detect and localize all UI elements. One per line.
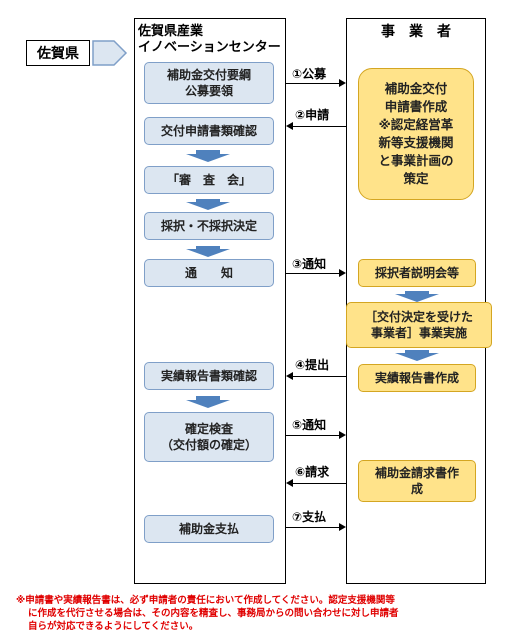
arrow-line-notice-final <box>286 435 340 436</box>
flow-arrow-right-2 <box>395 350 439 361</box>
flow-arrow-center-3 <box>186 246 230 257</box>
arrowhead-left-icon <box>286 479 293 487</box>
box-subsidy-payment-text: 補助金支払 <box>178 522 239 536</box>
box-adoption-decision-text: 採択・不採択決定 <box>160 219 257 233</box>
box-application-preparation-line6: 策定 <box>403 171 429 186</box>
footnote-line1: ※申請書や実績報告書は、必ず申請者の責任において作成してください。認定支援機関等 <box>16 595 395 606</box>
box-briefing-session: 採択者説明会等 <box>358 259 476 287</box>
arrow-label-payment: ⑦支払 <box>292 510 327 524</box>
flow-arrow-right-1 <box>395 291 439 302</box>
box-application-check: 交付申請書類確認 <box>144 117 274 145</box>
arrow-line-payment <box>286 527 340 528</box>
arrowhead-left-icon <box>286 372 293 380</box>
box-result-report-creation: 実績報告書作成 <box>358 364 476 392</box>
arrow-label-submission: ④提出 <box>295 358 330 372</box>
box-application-preparation-line3: ※認定経営革 <box>378 117 454 132</box>
box-final-inspection-line2: （交付額の確定） <box>160 438 257 452</box>
box-application-preparation-line4: 新等支援機関 <box>378 135 454 150</box>
flow-arrow-center-4 <box>186 396 230 408</box>
saga-prefecture-label: 佐賀県 <box>26 40 90 66</box>
footnote: ※申請書や実績報告書は、必ず申請者の責任において作成してください。認定支援機関等… <box>16 594 502 633</box>
arrowhead-right-icon <box>339 79 346 87</box>
arrow-label-public-offering: ①公募 <box>292 67 327 81</box>
box-notification-text: 通 知 <box>184 266 233 280</box>
arrowhead-right-icon <box>339 431 346 439</box>
arrow-line-application <box>293 126 346 127</box>
box-final-inspection-line1: 確定検査 <box>184 422 233 436</box>
center-column-title: 佐賀県産業 イノベーションセンター <box>138 24 288 56</box>
arrowhead-right-icon <box>339 523 346 531</box>
arrow-line-submission <box>293 376 346 377</box>
saga-prefecture-text: 佐賀県 <box>37 46 79 62</box>
arrow-label-notice: ③通知 <box>292 257 327 271</box>
box-result-report-check: 実績報告書類確認 <box>144 362 274 390</box>
box-application-preparation-line1: 補助金交付 <box>384 81 448 96</box>
box-invoice-creation-line1: 補助金請求書作 <box>374 466 459 480</box>
box-subsidy-guidelines-line2: 公募要領 <box>184 84 233 98</box>
box-project-implementation: ［交付決定を受けた 事業者］事業実施 <box>346 302 492 348</box>
arrow-line-notice <box>286 273 340 274</box>
arrow-label-claim: ⑥請求 <box>295 465 330 479</box>
arrowhead-left-icon <box>286 122 293 130</box>
arrowhead-right-icon <box>339 269 346 277</box>
box-review-committee-text: 「審 査 会」 <box>166 173 251 187</box>
center-title-line2: イノベーションセンター <box>138 40 281 55</box>
box-subsidy-guidelines-line1: 補助金交付要綱 <box>166 68 251 82</box>
box-review-committee: 「審 査 会」 <box>144 166 274 194</box>
box-invoice-creation: 補助金請求書作 成 <box>358 460 476 502</box>
box-result-report-creation-text: 実績報告書作成 <box>374 371 459 385</box>
box-project-implementation-line1: ［交付決定を受けた <box>364 310 473 324</box>
flow-arrow-center-2 <box>186 199 230 210</box>
arrow-line-public-offering <box>286 83 340 84</box>
box-invoice-creation-line2: 成 <box>410 482 423 496</box>
box-application-preparation: 補助金交付 申請書作成 ※認定経営革 新等支援機関 と事業計画の 策定 <box>358 68 474 200</box>
center-title-line1: 佐賀県産業 <box>138 24 204 39</box>
center-column-frame <box>134 18 286 584</box>
box-adoption-decision: 採択・不採択決定 <box>144 212 274 240</box>
box-application-preparation-line5: と事業計画の <box>378 153 454 168</box>
box-subsidy-payment: 補助金支払 <box>144 515 274 543</box>
box-application-check-text: 交付申請書類確認 <box>160 124 257 138</box>
footnote-line3: 自らが対応できるようにしてください。 <box>28 621 199 632</box>
flow-arrow-center-1 <box>186 150 230 162</box>
right-column-title: 事 業 者 <box>381 24 451 40</box>
box-result-report-check-text: 実績報告書類確認 <box>160 369 257 383</box>
box-subsidy-guidelines: 補助金交付要綱公募要領 <box>144 62 274 104</box>
box-final-inspection: 確定検査 （交付額の確定） <box>144 412 274 462</box>
box-project-implementation-line2: 事業者］事業実施 <box>370 326 467 340</box>
arrow-line-claim <box>293 483 346 484</box>
arrow-label-notice-final: ⑤通知 <box>292 418 327 432</box>
pentagon-arrow-icon <box>92 40 128 66</box>
box-application-preparation-line2: 申請書作成 <box>384 99 448 114</box>
box-briefing-session-text: 採択者説明会等 <box>374 266 459 280</box>
footnote-line2: に作成を代行させる場合は、その内容を精査し、事務局からの問い合わせに対し申請者 <box>28 608 399 619</box>
box-notification: 通 知 <box>144 259 274 287</box>
arrow-label-application: ②申請 <box>295 108 330 122</box>
